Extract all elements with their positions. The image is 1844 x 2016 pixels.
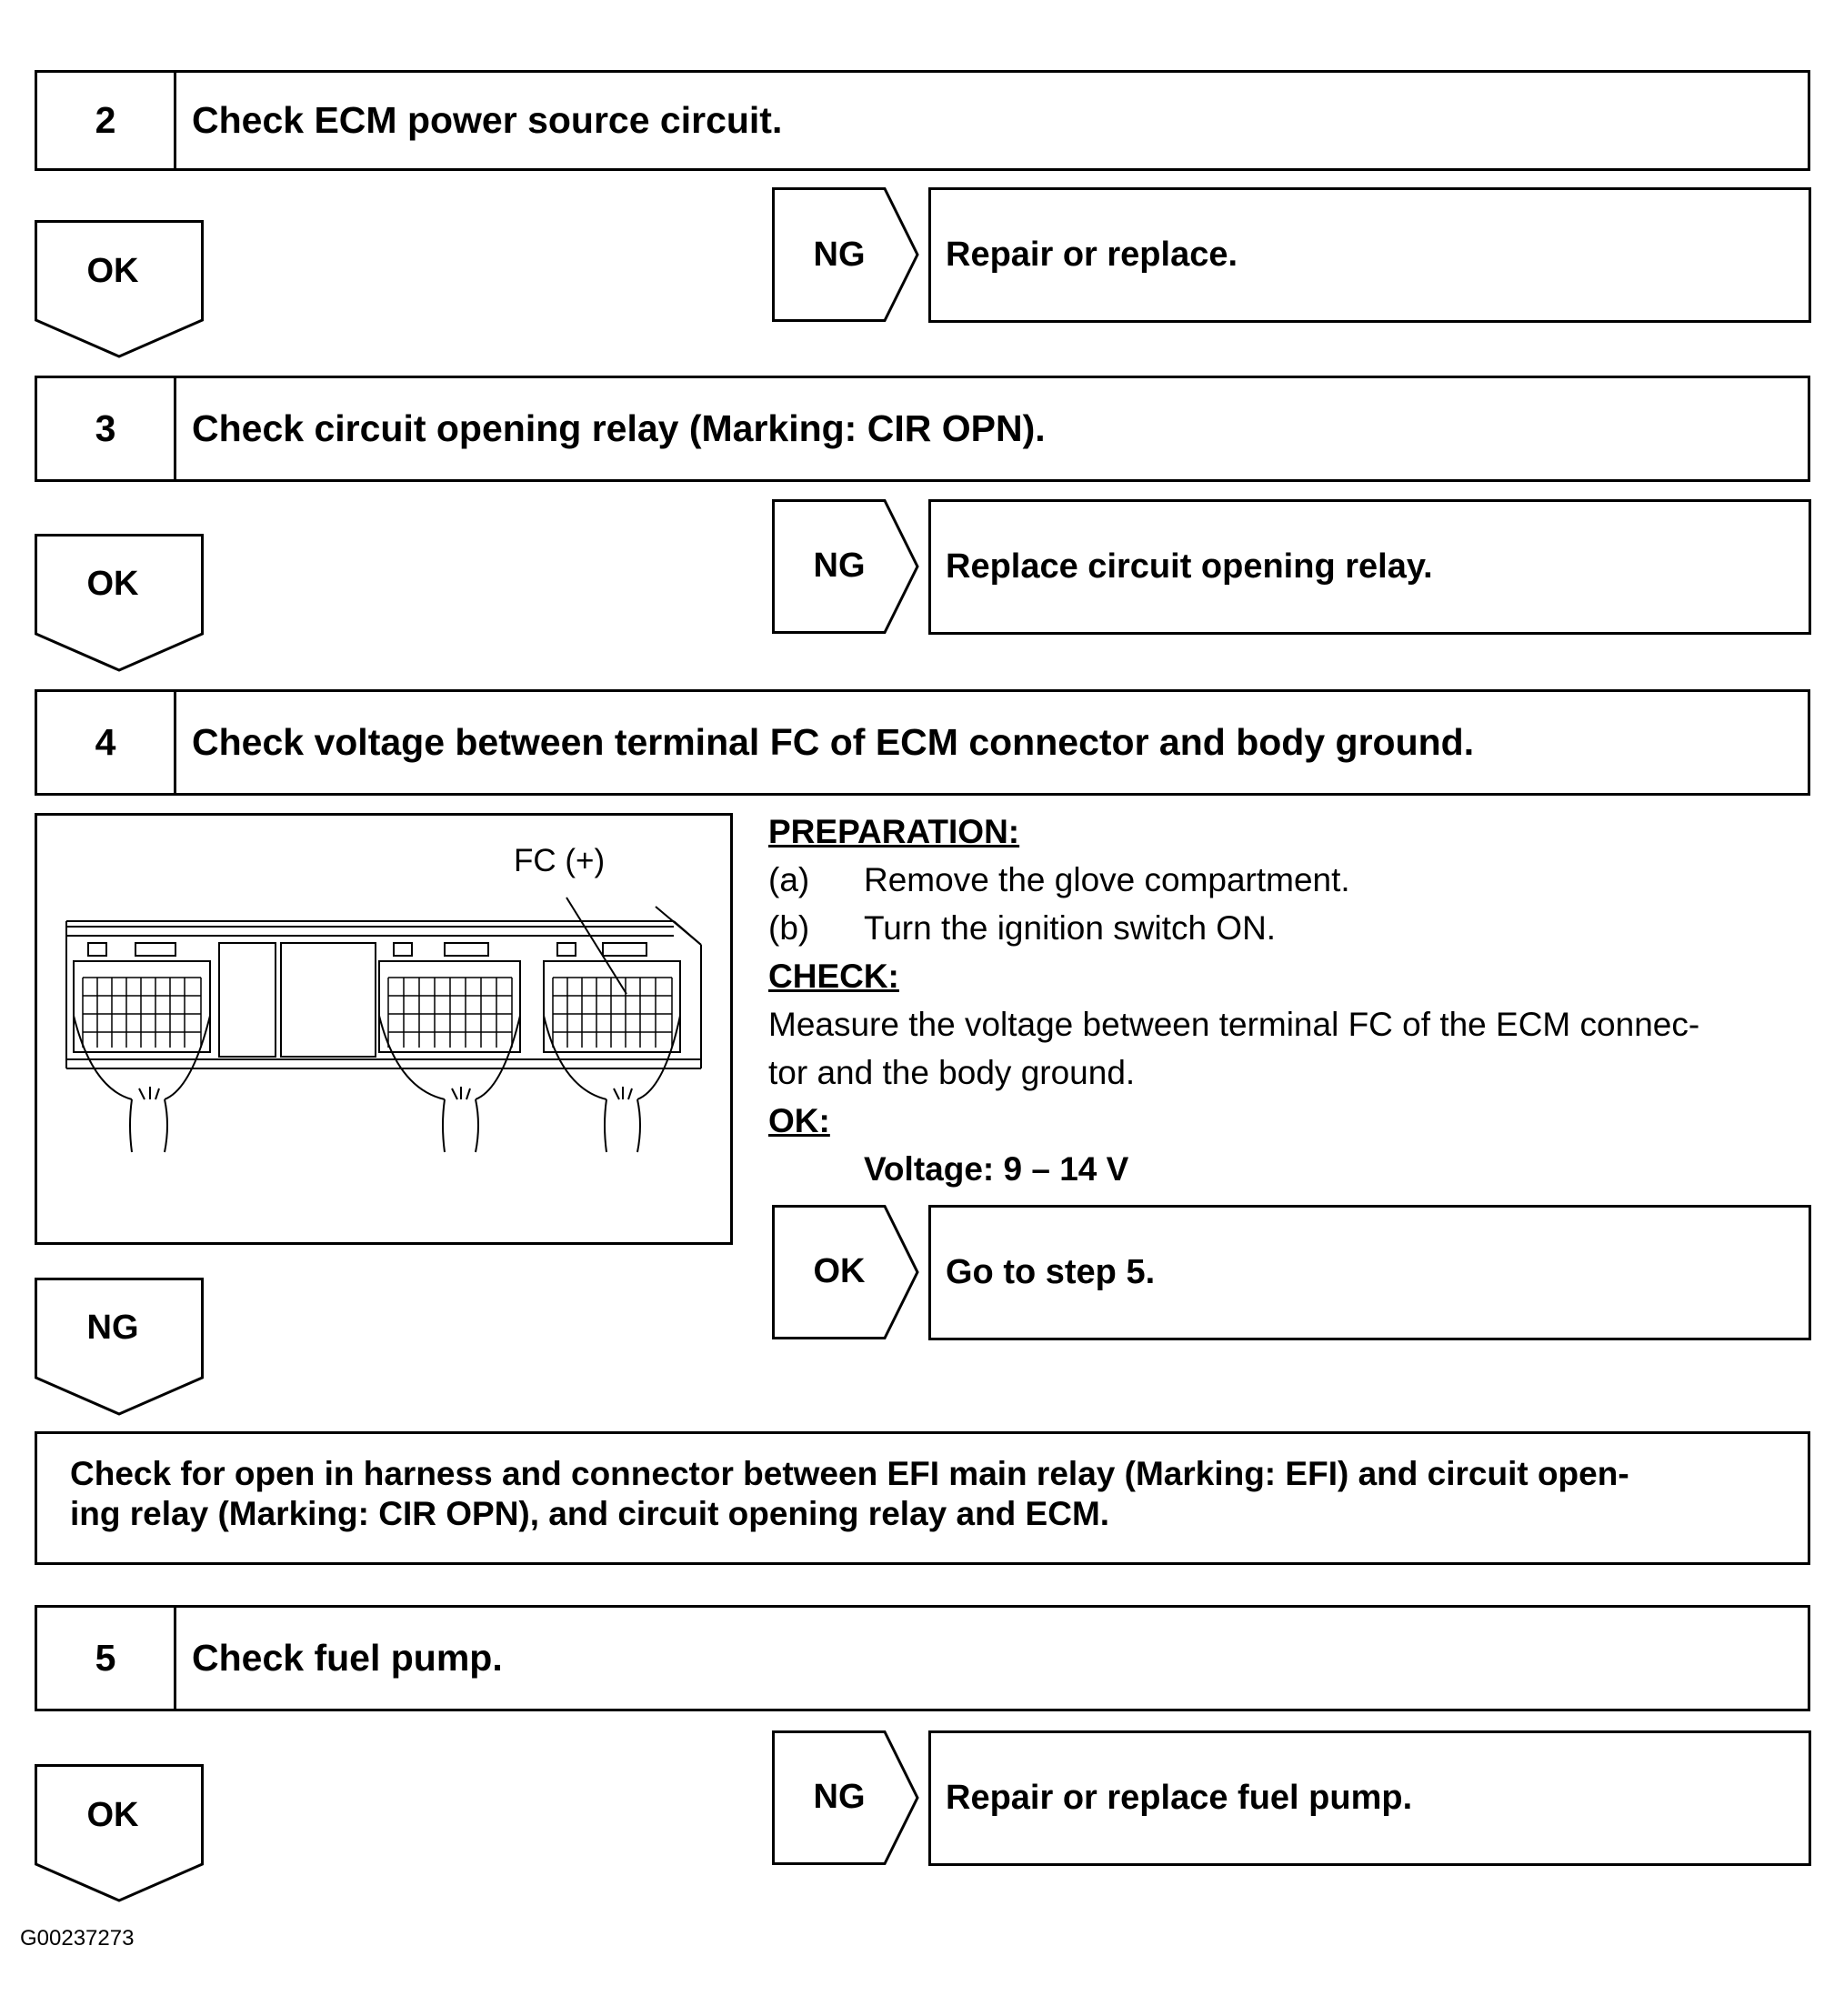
ng-action-text: Repair or replace.	[946, 236, 1238, 274]
harness-check-line: Check for open in harness and connector …	[70, 1455, 1629, 1492]
ng-action-box: Repair or replace fuel pump.	[928, 1730, 1811, 1866]
step-title: Check voltage between terminal FC of ECM…	[192, 721, 1475, 763]
ok-label: OK	[813, 1251, 866, 1290]
ok-label: OK	[86, 251, 139, 290]
fc-terminal-label: FC (+)	[514, 843, 606, 878]
ecm-connector-illustration	[65, 897, 702, 1153]
ng-right-arrow	[772, 1730, 919, 1865]
step-4-procedure: PREPARATION: (a) Remove the glove compar…	[768, 807, 1814, 1193]
ok-action-box: Go to step 5.	[928, 1205, 1811, 1340]
ng-action-text: Replace circuit opening relay.	[946, 547, 1433, 586]
preparation-item: (b) Turn the ignition switch ON.	[768, 904, 1814, 952]
check-text-line: Measure the voltage between terminal FC …	[768, 1006, 1700, 1043]
ok-right-arrow	[772, 1205, 919, 1339]
ng-action-text: Repair or replace fuel pump.	[946, 1779, 1413, 1817]
ng-label: NG	[813, 1777, 866, 1816]
ng-label: NG	[813, 546, 866, 585]
ng-label: NG	[86, 1308, 139, 1347]
ng-down-arrow	[35, 1278, 204, 1416]
step-number: 2	[37, 73, 176, 168]
step-5-header: 5 Check fuel pump.	[35, 1605, 1810, 1711]
item-letter: (a)	[768, 861, 810, 898]
step-title: Check fuel pump.	[192, 1637, 503, 1679]
ng-action-box: Repair or replace.	[928, 187, 1811, 323]
ok-label: OK	[86, 1795, 139, 1834]
figure-id: G00237273	[20, 1926, 135, 1951]
ok-label: OK	[86, 564, 139, 603]
ok-heading: OK:	[768, 1102, 830, 1139]
step-number: 4	[37, 692, 176, 793]
step-2-header: 2 Check ECM power source circuit.	[35, 70, 1810, 171]
ng-right-arrow	[772, 187, 919, 322]
item-text: Remove the glove compartment.	[864, 861, 1350, 898]
preparation-heading: PREPARATION:	[768, 813, 1020, 850]
step-title: Check circuit opening relay (Marking: CI…	[192, 407, 1046, 449]
step-4-header: 4 Check voltage between terminal FC of E…	[35, 689, 1810, 796]
step-title: Check ECM power source circuit.	[192, 99, 783, 141]
step-number: 3	[37, 378, 176, 479]
ecm-connector-diagram: FC (+)	[35, 813, 733, 1245]
check-text-line: tor and the body ground.	[768, 1054, 1136, 1091]
ng-right-arrow	[772, 499, 919, 634]
ng-label: NG	[813, 235, 866, 274]
ok-action-text: Go to step 5.	[946, 1253, 1156, 1291]
item-letter: (b)	[768, 909, 810, 947]
preparation-item: (a) Remove the glove compartment.	[768, 856, 1814, 904]
step-number: 5	[37, 1608, 176, 1709]
ok-down-arrow	[35, 220, 204, 358]
item-text: Turn the ignition switch ON.	[864, 909, 1277, 947]
harness-check-box: Check for open in harness and connector …	[35, 1431, 1810, 1565]
harness-check-line: ing relay (Marking: CIR OPN), and circui…	[70, 1495, 1110, 1532]
step-3-header: 3 Check circuit opening relay (Marking: …	[35, 376, 1810, 482]
ok-spec: Voltage: 9 – 14 V	[864, 1150, 1129, 1188]
ng-action-box: Replace circuit opening relay.	[928, 499, 1811, 635]
ok-down-arrow	[35, 1764, 204, 1902]
ok-down-arrow	[35, 534, 204, 672]
check-heading: CHECK:	[768, 958, 899, 995]
